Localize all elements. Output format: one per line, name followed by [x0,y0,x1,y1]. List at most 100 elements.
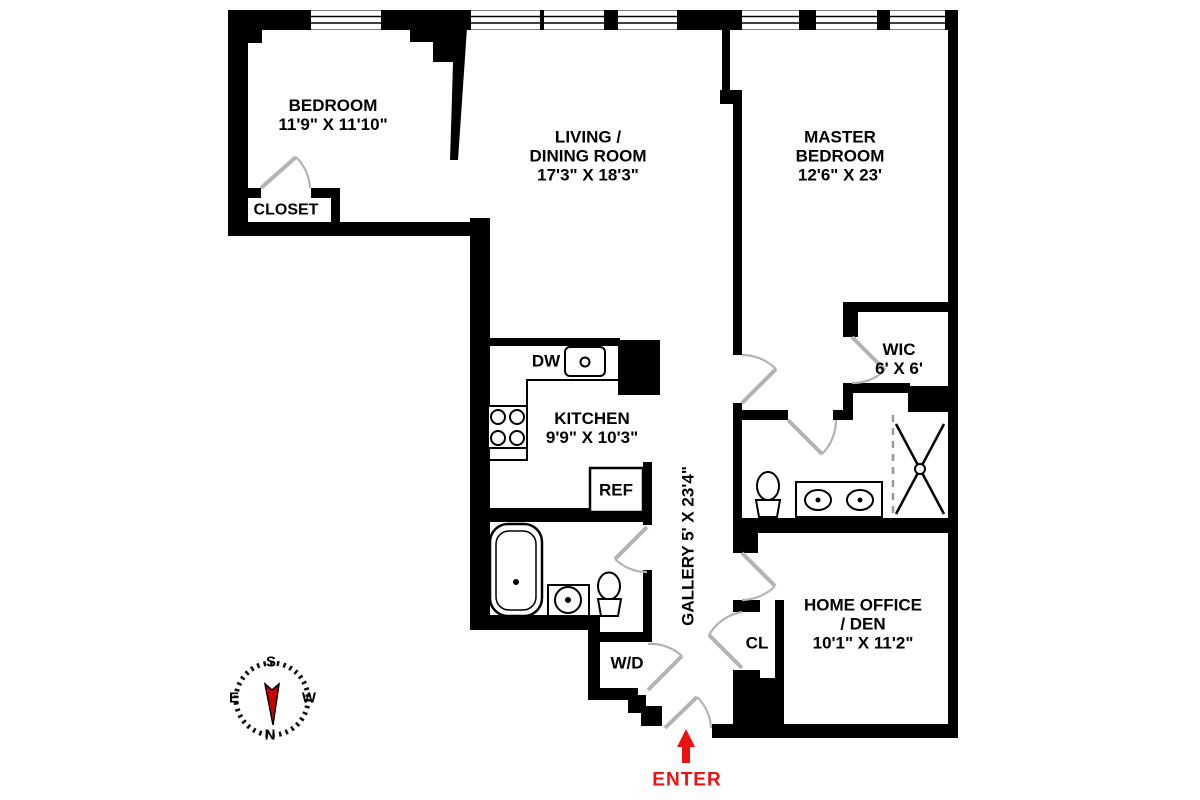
wall-closet-stub-right [311,188,338,198]
wall-bottom-upper-left [228,222,490,236]
stove-burner [509,409,525,425]
toilet-base-master [754,499,782,518]
wic-dims: 6' X 6' [875,359,923,378]
master-line2: BEDROOM [795,146,885,166]
enter-label: ENTER [652,771,721,790]
wd-text: W/D [610,653,644,673]
window [618,10,677,30]
wall-wic-top [843,302,948,312]
wic-name: WIC [882,340,916,359]
door-master-bedroom [740,353,778,405]
wall-wic-left-stub [843,302,858,337]
window [890,10,945,30]
wall-shower-block [908,386,948,412]
door-master-bath [786,418,838,456]
bedroom-dims: 11'9" X 11'10" [278,115,388,134]
living-line1: LIVING / [554,127,622,147]
door-bath2 [613,525,649,574]
home-office-dims: 10'1" X 11'2" [812,633,914,653]
door-home-office [740,551,777,602]
living-dims: 17'3" X 18'3" [537,165,639,185]
compass-tick-ring [233,660,311,738]
wall-kitchen-column [618,340,660,395]
door-cl [707,610,744,670]
sink-left-drain [815,497,821,503]
gallery-label: GALLERY 5' X 23'4" [679,466,698,626]
windows [311,10,945,30]
door-entry [663,695,713,730]
kitchen-sink-faucet [579,356,591,368]
door-wd [646,642,684,692]
wall-cl-right [775,600,784,682]
compass-north: N [265,728,276,743]
wall-wic-bottom [843,383,910,393]
shower-drain [914,463,926,475]
bedroom-name: BEDROOM [288,96,378,115]
living-line2: DINING ROOM [529,146,647,166]
compass-east-text: E [228,689,240,707]
enter-arrow [677,729,695,763]
kitchen-dims: 9'9" X 10'3" [545,428,639,447]
bathtub-inner [495,530,537,611]
wall-diagonal-bedroom [410,28,467,160]
refrigerator-text: REF [599,480,633,500]
wall-bath1-top-right-block [833,410,853,420]
wall-master-left-lower [733,403,742,518]
stove-burner [509,430,525,446]
kitchen-name: KITCHEN [554,409,630,428]
window [311,10,381,30]
wall-corner-step-left [248,30,262,43]
dishwasher-text: DW [531,351,561,371]
stove-burner [490,430,506,446]
toilet-base-bath2 [596,598,623,617]
sink-right-drain [857,497,863,503]
cl-text: CL [745,633,769,653]
wall-wic-bottom-stub [843,383,853,420]
cl-label: CL [746,634,769,653]
window [544,10,604,30]
refrigerator-label: REF [599,481,633,500]
wall-cl-top-stub [733,600,760,612]
gallery-text: GALLERY 5' X 23'4" [678,466,698,626]
master-dims: 12'6" X 23' [797,165,883,185]
interior-walls [248,28,958,730]
dishwasher-label: DW [532,352,560,371]
wall-right [948,10,958,738]
fixtures [487,346,946,618]
sink-bath2-drain [565,597,571,603]
wall-wd-bottom [588,688,638,700]
home-office-line1: HOME OFFICE [803,595,923,615]
door-bedroom-closet [259,155,312,190]
bathtub-drain [513,579,519,585]
closet-label: CLOSET [254,201,319,220]
compass-north-text: N [264,726,276,744]
refrigerator-box [588,466,645,514]
wall-office-left-chunk [733,533,758,553]
wic-label: WIC 6' X 6' [875,340,923,378]
wall-kitchen-top [483,338,620,346]
wall-left [228,10,248,236]
doors [259,155,887,730]
door-wic [850,335,887,385]
home-office-line2: / DEN [840,614,886,634]
wall-closet-stub-left [248,188,261,198]
stove-burner [490,409,506,425]
closet-name: CLOSET [253,201,319,219]
compass-west-text: W [301,689,317,707]
window [471,10,540,30]
wall-bath2-bottom [470,615,600,630]
compass-south-text: S [265,653,277,671]
compass-needle [263,682,281,726]
kitchen-label: KITCHEN 9'9" X 10'3" [546,409,638,447]
wall-kitchen-left [470,218,490,630]
living-dining-label: LIVING / DINING ROOM 17'3" X 18'3" [529,128,646,185]
wall-ref-stub [643,462,652,525]
wall-master-left-thin [722,28,730,94]
compass-west: W [302,691,316,706]
wall-wd-left [588,615,600,700]
wall-entry-step-2 [641,706,662,726]
toilet-bowl-master [756,471,780,501]
compass-south: S [266,655,276,670]
